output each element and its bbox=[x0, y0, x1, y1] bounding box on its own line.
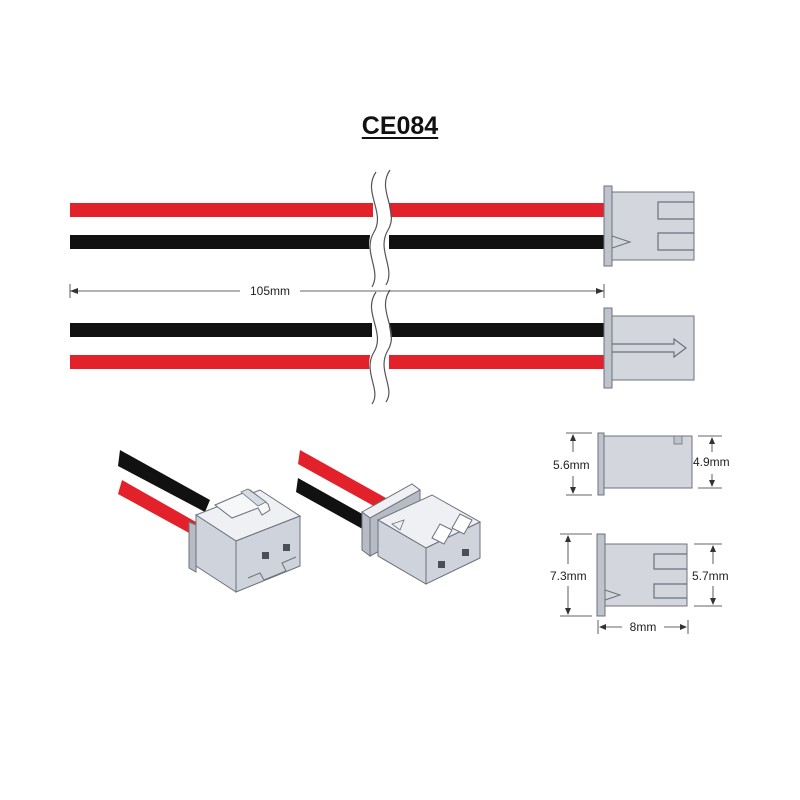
break-mark-bottom bbox=[369, 285, 393, 407]
top-black-wire-right bbox=[389, 235, 604, 249]
dim-height-upper-label: 5.6mm bbox=[553, 458, 590, 472]
part-number-title: CE084 bbox=[361, 112, 439, 140]
top-connector bbox=[603, 185, 695, 267]
dim-inner-lower-label: 5.7mm bbox=[692, 569, 729, 583]
dim-inner-upper-label: 4.9mm bbox=[693, 455, 730, 469]
dim-view-upper bbox=[566, 432, 722, 496]
top-black-wire bbox=[70, 235, 370, 249]
length-dimension bbox=[69, 284, 605, 298]
dim-height-lower-label: 7.3mm bbox=[550, 569, 587, 583]
dim-depth-label: 8mm bbox=[630, 620, 657, 634]
top-cable bbox=[70, 203, 604, 249]
iso-connector-left bbox=[118, 450, 302, 593]
bottom-black-wire bbox=[70, 323, 372, 337]
iso-connector-right bbox=[296, 450, 482, 585]
bottom-cable bbox=[70, 323, 604, 369]
bottom-connector bbox=[603, 307, 695, 389]
bottom-red-wire-right bbox=[389, 355, 604, 369]
top-red-wire bbox=[70, 203, 373, 217]
dim-view-lower bbox=[560, 533, 722, 634]
bottom-red-wire bbox=[70, 355, 370, 369]
break-mark-top bbox=[369, 165, 393, 289]
length-label: 105mm bbox=[250, 284, 290, 298]
top-red-wire-right bbox=[389, 203, 604, 217]
bottom-black-wire-right bbox=[389, 323, 604, 337]
